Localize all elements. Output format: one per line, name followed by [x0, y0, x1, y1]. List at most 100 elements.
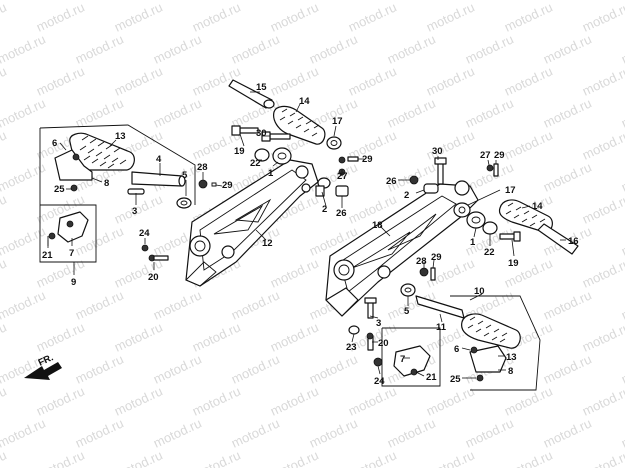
callout-28b: 28: [416, 256, 427, 267]
watermark-text: motod.ru: [385, 415, 438, 450]
watermark-text: motod.ru: [190, 447, 243, 468]
watermark-text: motod.ru: [0, 31, 48, 66]
callout-12: 12: [262, 238, 273, 249]
watermark-text: motod.ru: [190, 319, 243, 354]
callout-30b: 30: [432, 146, 443, 157]
watermark-text: motod.ru: [580, 0, 625, 35]
left-main-bracket: [185, 159, 319, 287]
right-assembly-frame: [381, 295, 541, 391]
callout-labels: 15 14 17 30 19 22 1 29 27 2 26 12 13 6 8…: [42, 82, 579, 387]
right-rod-16: [537, 223, 579, 255]
watermark-text: motod.ru: [151, 31, 204, 66]
callout-8: 8: [104, 178, 109, 189]
watermark-text: motod.ru: [0, 63, 9, 98]
watermark-text: motod.ru: [580, 447, 625, 468]
callout-26b: 26: [386, 176, 397, 187]
callout-9: 9: [71, 277, 76, 288]
front-direction-arrow: [24, 362, 62, 380]
left-nut-26: [335, 185, 349, 197]
watermark-text: motod.ru: [307, 415, 360, 450]
watermark-text: motod.ru: [190, 383, 243, 418]
right-peg-rubber-13: [461, 313, 521, 349]
left-peg-bracket: [54, 149, 93, 192]
callout-19b: 19: [508, 258, 519, 269]
watermark-text: motod.ru: [619, 415, 625, 450]
watermark-text: motod.ru: [268, 319, 321, 354]
watermark-text: motod.ru: [619, 351, 625, 386]
watermark-text: motod.ru: [502, 383, 555, 418]
watermark-text: motod.ru: [346, 63, 399, 98]
watermark-text: motod.ru: [580, 63, 625, 98]
callout-1b: 1: [470, 237, 476, 248]
right-bolt-2: [423, 183, 439, 194]
callout-5: 5: [182, 170, 188, 181]
watermark-text: motod.ru: [151, 95, 204, 130]
left-bolt-19: [231, 125, 259, 136]
watermark-text: motod.ru: [0, 159, 48, 194]
watermark-text: motod.ru: [502, 447, 555, 468]
watermark-text: motod.ru: [502, 0, 555, 35]
watermark-text: motod.ru: [0, 447, 9, 468]
watermark-text: motod.ru: [541, 31, 594, 66]
right-bushing-1: [466, 211, 486, 229]
watermark-text: motod.ru: [463, 415, 516, 450]
watermark-text: motod.ru: [463, 95, 516, 130]
watermark-text: motod.ru: [190, 0, 243, 35]
right-bolt-20: [366, 332, 374, 351]
callout-26: 26: [336, 208, 347, 219]
callout-16: 16: [568, 236, 579, 247]
right-washer-22: [482, 221, 498, 235]
left-rod-15: [228, 79, 275, 109]
left-bolt-24: [141, 244, 149, 252]
left-nut-28: [198, 179, 208, 189]
leader-lines: [47, 91, 566, 379]
watermark-text: motod.ru: [0, 255, 9, 290]
callout-22: 22: [250, 158, 261, 169]
callout-3: 3: [132, 206, 137, 217]
left-bushing-1: [272, 147, 292, 165]
watermark-text: motod.ru: [541, 415, 594, 450]
watermark-text: motod.ru: [112, 319, 165, 354]
callout-13b: 13: [506, 352, 517, 363]
left-washer-22: [254, 148, 270, 162]
left-assembly-frame: [39, 124, 196, 275]
watermark-text: motod.ru: [0, 191, 9, 226]
watermark-text: motod.ru: [619, 223, 625, 258]
right-nut-24: [373, 357, 383, 367]
watermark-text: motod.ru: [619, 287, 625, 322]
callout-29: 29: [362, 154, 373, 165]
watermark-text: motod.ru: [424, 63, 477, 98]
watermark-text: motod.ru: [0, 383, 9, 418]
callout-6: 6: [52, 138, 57, 149]
watermark-text: motod.ru: [346, 447, 399, 468]
watermark-text: motod.ru: [229, 31, 282, 66]
left-heel-plate: [47, 211, 89, 246]
left-peg-rubber: [69, 132, 135, 171]
watermark-text: motod.ru: [541, 351, 594, 386]
watermark-text: motod.ru: [229, 415, 282, 450]
watermark-text: motod.ru: [385, 95, 438, 130]
watermark-text: motod.ru: [580, 255, 625, 290]
callout-11: 11: [436, 322, 447, 333]
callout-29b: 29: [222, 180, 233, 191]
right-peg-rubber-14: [498, 199, 553, 233]
callout-2b: 2: [404, 190, 409, 201]
left-collar: [176, 197, 192, 209]
callout-17b: 17: [505, 185, 516, 196]
watermark-text: motod.ru: [463, 31, 516, 66]
watermark-text: motod.ru: [541, 287, 594, 322]
watermark-text: motod.ru: [73, 31, 126, 66]
right-pin-29: [493, 163, 499, 177]
callout-27: 27: [337, 171, 348, 182]
watermark-text: motod.ru: [619, 31, 625, 66]
watermark-text: motod.ru: [0, 0, 48, 3]
callout-4: 4: [156, 154, 162, 165]
callout-30: 30: [256, 128, 267, 139]
callout-20: 20: [148, 272, 159, 283]
watermark-text: motod.ru: [502, 63, 555, 98]
right-pin-29b: [430, 267, 436, 281]
callout-15: 15: [256, 82, 267, 93]
watermark-text: motod.ru: [151, 287, 204, 322]
